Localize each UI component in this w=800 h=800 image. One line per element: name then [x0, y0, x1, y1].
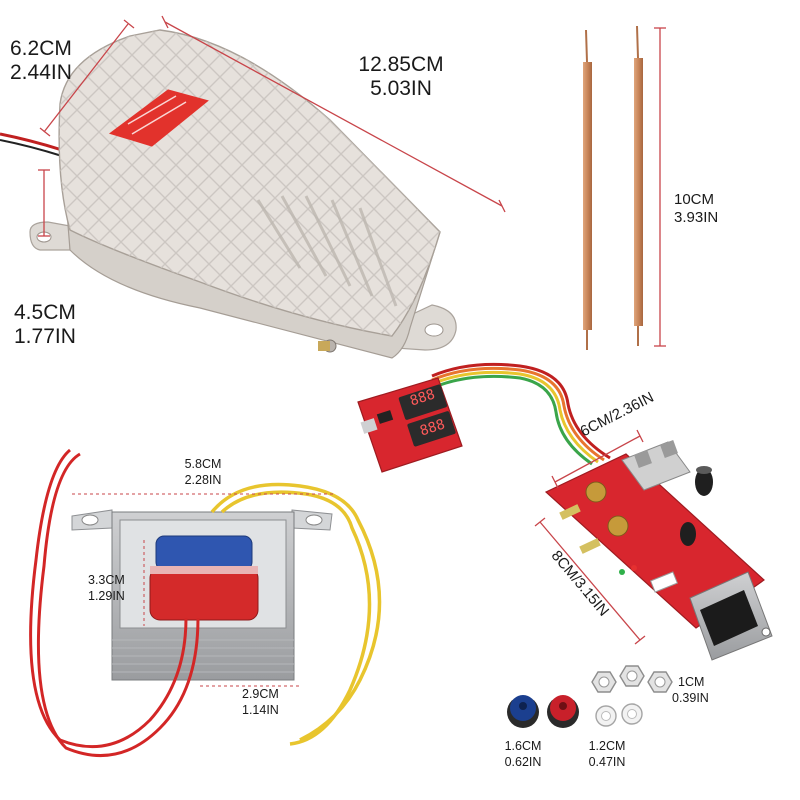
washer-size-imperial: 0.47IN: [588, 755, 626, 769]
washer-size-metric: 1.2CM: [588, 739, 626, 753]
knob-size-metric: 1.6CM: [504, 739, 542, 753]
pedal-height-imperial: 1.77IN: [14, 325, 76, 348]
transformer-depth-imperial: 1.14IN: [242, 703, 279, 717]
transformer-dimension-lines: [72, 493, 334, 687]
pedal-length-metric: 12.85CM: [358, 53, 444, 76]
pen-dimension-line: [654, 27, 666, 347]
pedal-length-imperial: 5.03IN: [370, 77, 432, 100]
transformer-width-metric: 5.8CM: [184, 457, 222, 471]
pen-length-metric: 10CM: [674, 191, 715, 208]
welding-pen-rods: [583, 25, 643, 350]
transformer: [29, 448, 382, 758]
transformer-width-imperial: 2.28IN: [184, 473, 222, 487]
nut-size-imperial: 0.39IN: [672, 691, 709, 705]
display-module: [357, 362, 611, 473]
pedal-dimension-lines: [38, 15, 506, 237]
pedal-width-metric: 6.2CM: [10, 37, 72, 60]
pedal-width-imperial: 2.44IN: [10, 61, 72, 84]
pen-length-imperial: 3.93IN: [674, 209, 719, 226]
hardware-accessories: [507, 665, 673, 728]
pedal-height-metric: 4.5CM: [14, 301, 76, 324]
knob-size-imperial: 0.62IN: [504, 755, 542, 769]
nut-size-metric: 1CM: [678, 675, 705, 689]
control-board: [544, 440, 773, 661]
transformer-depth-metric: 2.9CM: [242, 687, 279, 701]
transformer-height-metric: 3.3CM: [88, 573, 125, 587]
transformer-height-imperial: 1.29IN: [88, 589, 125, 603]
board-dimension-lines: [534, 429, 646, 645]
foot-pedal: [0, 29, 457, 359]
